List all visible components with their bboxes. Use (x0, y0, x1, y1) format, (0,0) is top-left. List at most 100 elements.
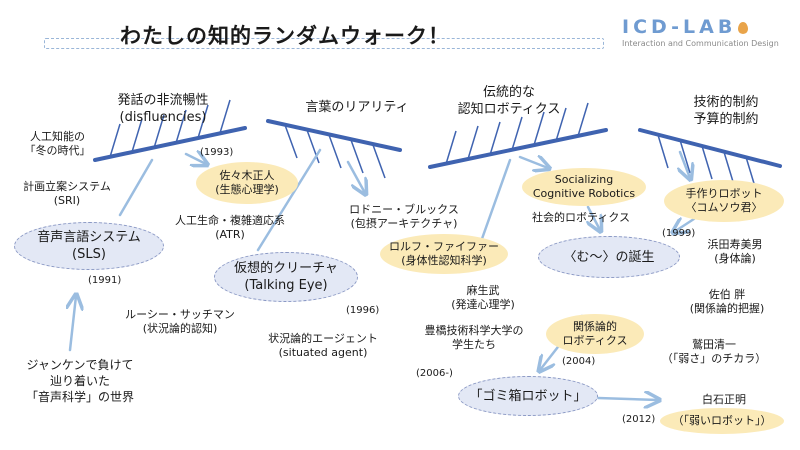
node-talking-eye: 仮想的クリーチャ (Talking Eye) (214, 252, 358, 302)
node-line: (SRI) (53, 194, 81, 207)
arrow-socializing-muu (588, 205, 600, 230)
arrow-branch4-tezukuri (680, 150, 690, 178)
arrow-branch1-sasaki (184, 154, 206, 164)
branch-label-line: 発話の非流暢性 (117, 93, 209, 108)
year-1996: (1996) (346, 305, 380, 316)
branch-line-reality (266, 119, 402, 152)
branch-label-line: (disfluencies) (119, 110, 207, 125)
node-ai-winter: 人工知能の 「冬の時代」 (10, 130, 105, 158)
node-line: 浜田寿美男 (707, 238, 763, 251)
node-line: (situated agent) (278, 346, 368, 359)
node-line: （「弱いロボット」） (672, 414, 772, 427)
branch-label-cognitive: 伝統的な 認知ロボティクス (444, 84, 574, 118)
node-line: 状況論的エージェント (268, 332, 378, 345)
node-line: 「冬の時代」 (24, 144, 91, 157)
node-line: (発達心理学) (451, 298, 515, 311)
branch-label-disfluency: 発話の非流暢性 (disfluencies) (98, 92, 228, 126)
node-sri: 計画立案システム (SRI) (12, 180, 122, 208)
logo-subtitle: Interaction and Communication Design (622, 39, 779, 48)
node-kankeiron: 関係論的 ロボティクス (546, 314, 644, 354)
year-1999: (1999) (662, 228, 696, 239)
page-title: わたしの知的ランダムウォーク！ (120, 24, 450, 48)
node-line: (Talking Eye) (244, 278, 328, 293)
node-line: ジャンケンで負けて (26, 358, 134, 372)
year-2012: (2012) (622, 414, 656, 425)
node-saeki: 佐伯 胖 (関係論的把握) (672, 288, 782, 316)
branch-ticks-disfluency (109, 99, 231, 158)
node-line: (包摂アーキテクチャ) (350, 217, 458, 230)
logo-name: ICD-LAB (622, 16, 782, 38)
node-line: (状況論的認知) (142, 322, 218, 335)
node-line: ロボティクス (562, 334, 628, 347)
node-line: Cognitive Robotics (532, 187, 636, 200)
branch-label-reality: 言葉のリアリティ (292, 99, 422, 116)
node-line: 佐伯 胖 (708, 288, 746, 301)
node-hamada: 浜田寿美男 (身体論) (690, 238, 780, 266)
node-suchman: ルーシー・サッチマン (状況論的認知) (110, 308, 250, 336)
node-pfeifer: ロルフ・ファイファー (身体性認知科学) (380, 234, 508, 274)
node-line: (SLS) (72, 247, 106, 262)
node-line: (身体性認知科学) (401, 254, 487, 267)
node-line: 〈コムソウ君〉 (685, 201, 763, 214)
branch-line-cognitive (428, 128, 608, 169)
node-line: (関係論的把握) (689, 302, 765, 315)
node-brooks: ロドニー・ブルックス (包摂アーキテクチャ) (340, 203, 468, 231)
node-line: (身体論) (714, 252, 756, 265)
node-line: 人工知能の (30, 130, 85, 143)
logo: ICD-LAB Interaction and Communication De… (622, 16, 782, 48)
node-toyohashi: 豊橋技術科学大学の 学生たち (408, 324, 540, 352)
node-line: 関係論的 (573, 320, 617, 333)
node-washida: 鷲田清一 （「弱さ」のチカラ） (656, 338, 772, 366)
node-line: Socializing (554, 173, 614, 186)
title-underline (44, 38, 604, 49)
node-muu: 〈む〜〉の誕生 (538, 236, 680, 278)
drop-icon (738, 22, 749, 34)
node-line: 手作りロボット (685, 187, 763, 200)
connector-asao-branch3 (476, 158, 512, 252)
node-sasaki: 佐々木正人 (生態心理学) (196, 162, 298, 204)
node-line: ロルフ・ファイファー (389, 240, 499, 253)
year-2004: (2004) (562, 356, 596, 367)
arrow-branch2-brooks (346, 160, 365, 193)
node-line: 音声言語システム (37, 230, 141, 245)
branch-label-line: 認知ロボティクス (457, 102, 561, 117)
node-line: 計画立案システム (23, 180, 111, 193)
node-line: 「音声科学」の世界 (25, 390, 134, 404)
node-gomibako: 「ゴミ箱ロボット」 (458, 376, 598, 416)
node-line: （「弱さ」のチカラ） (661, 352, 767, 365)
node-atr: 人工生命・複雑適応系 (ATR) (160, 214, 300, 242)
logo-text: ICD-LAB (622, 16, 737, 38)
node-line: 「ゴミ箱ロボット」 (469, 388, 587, 404)
node-janken: ジャンケンで負けて 辿り着いた 「音声科学」の世界 (20, 357, 140, 405)
arrow-branch3-socializing (518, 157, 548, 168)
node-asao: 麻生武 (発達心理学) (438, 284, 528, 312)
node-line: 〈む〜〉の誕生 (563, 249, 655, 265)
node-line: 佐々木正人 (219, 169, 275, 182)
node-situated: 状況論的エージェント (situated agent) (258, 332, 388, 360)
branch-label-line: 技術的制約 (693, 95, 759, 110)
node-line: (生態心理学) (215, 183, 279, 196)
connector-sls-branch1 (118, 158, 154, 217)
node-shiraishi: （「弱いロボット」） (660, 408, 784, 434)
node-line: ロドニー・ブルックス (349, 203, 459, 216)
node-social-robotics: 社会的ロボティクス (531, 211, 630, 224)
branch-label-line: 予算的制約 (693, 112, 759, 127)
node-line: (ATR) (215, 228, 245, 241)
year-1991: (1991) (88, 275, 122, 286)
node-line: 人工生命・複雑適応系 (175, 214, 285, 227)
arrow-janken-sls (70, 296, 76, 352)
node-line: 豊橋技術科学大学の (424, 324, 524, 337)
branch-ticks-cognitive (445, 102, 589, 165)
node-line: 鷲田清一 (692, 338, 736, 351)
node-line: 学生たち (452, 338, 496, 351)
connector-talkingeye-branch2 (256, 148, 322, 252)
branch-label-constraints: 技術的制約 予算的制約 (676, 94, 776, 128)
node-sls: 音声言語システム (SLS) (14, 222, 164, 270)
node-line: 仮想的クリーチャ (234, 261, 338, 276)
arrow-gomibako-shiraishi (596, 398, 658, 400)
node-line: 辿り着いた (49, 374, 110, 388)
branch-ticks-reality (284, 124, 386, 179)
year-1993: (1993) (200, 147, 234, 158)
branch-label-line: 言葉のリアリティ (305, 100, 409, 115)
